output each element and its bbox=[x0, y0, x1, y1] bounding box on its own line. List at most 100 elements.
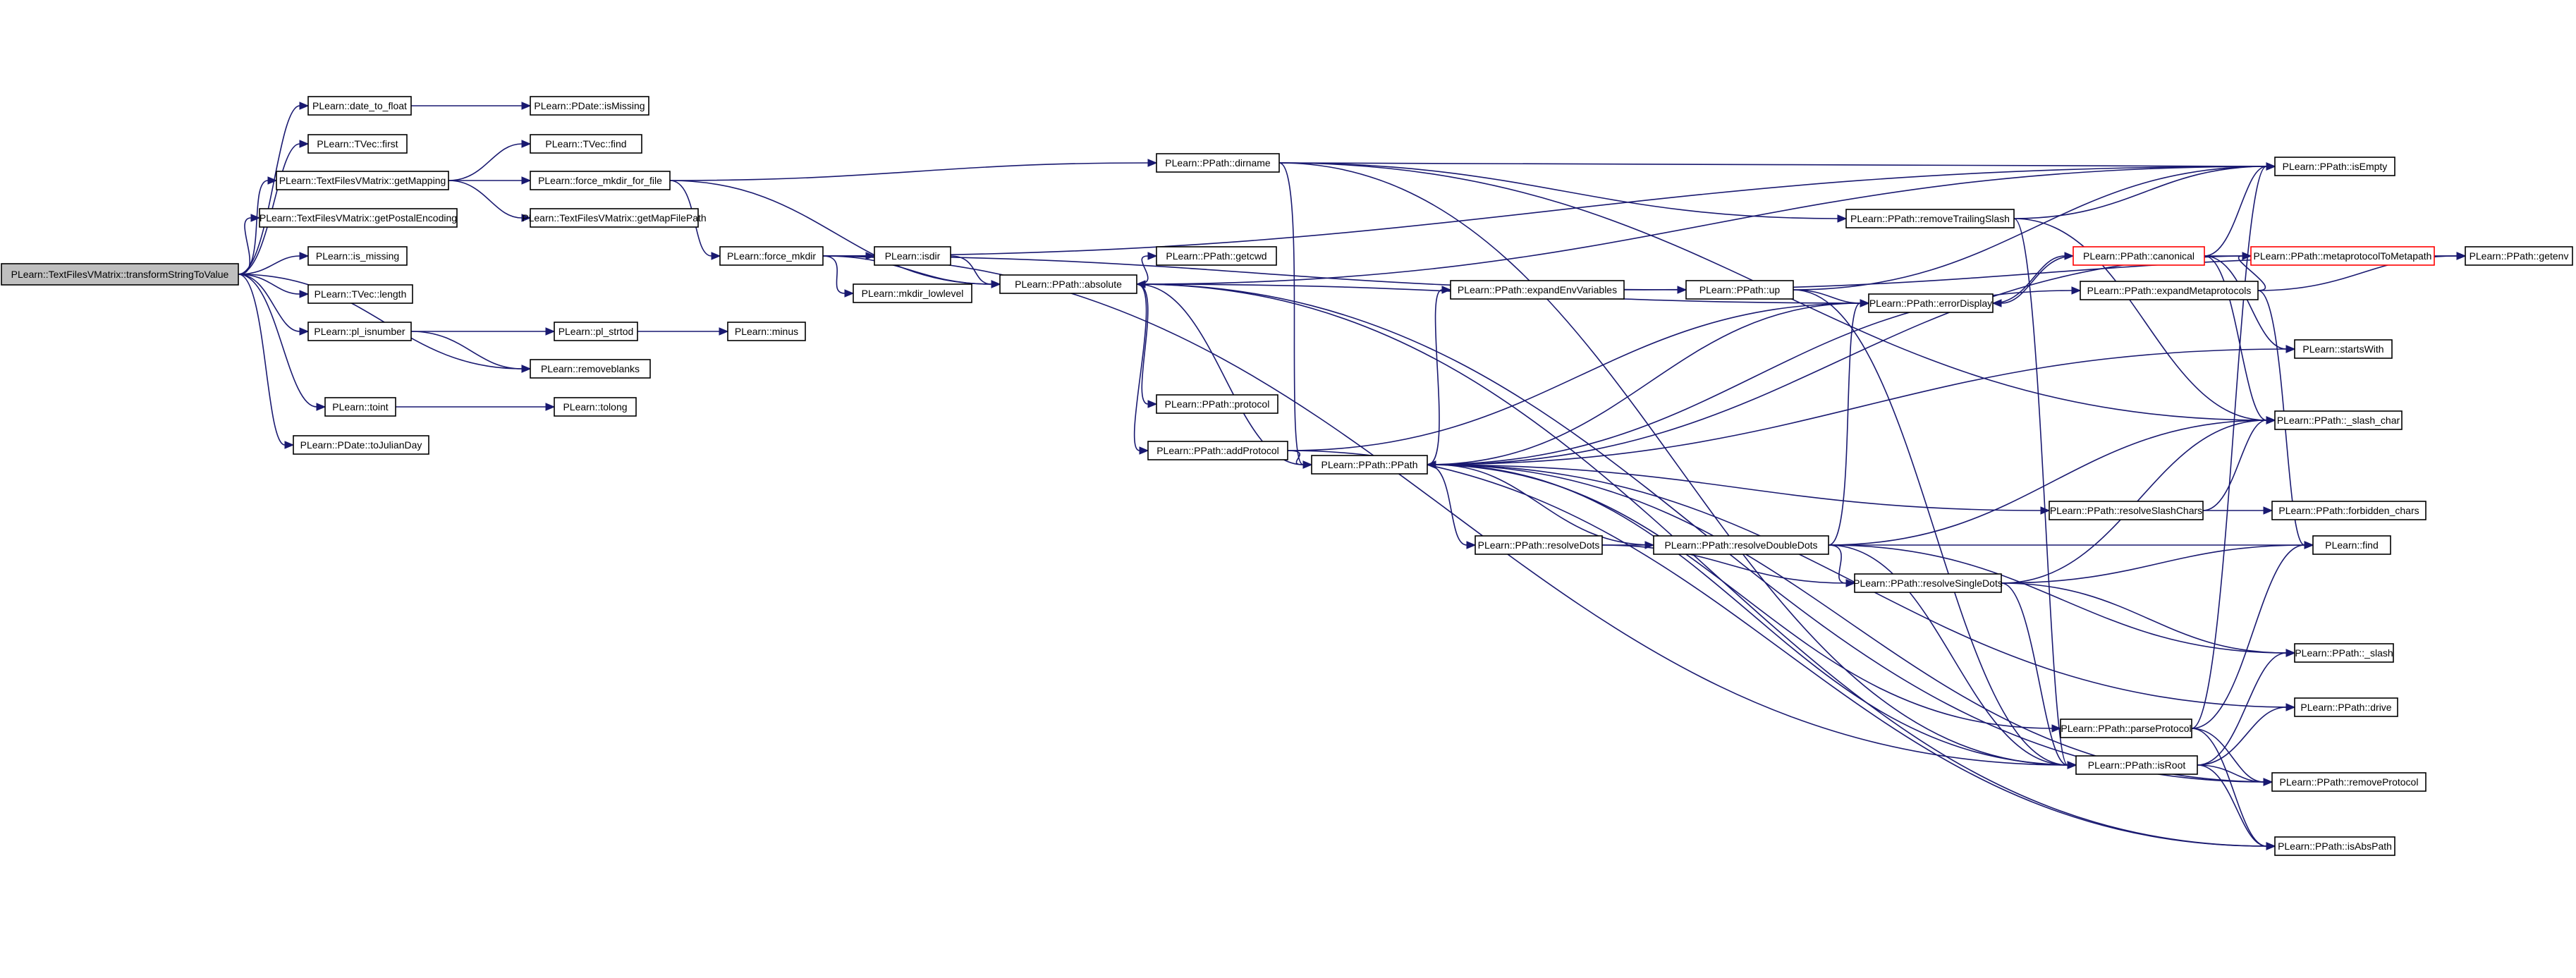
node-box bbox=[1156, 394, 1278, 414]
node-tvec-find[interactable]: PLearn::TVec::find bbox=[530, 134, 642, 154]
node-label: PLearn::PPath::drive bbox=[2300, 702, 2391, 713]
node-absolute[interactable]: PLearn::PPath::absolute bbox=[999, 274, 1137, 294]
node-isroot[interactable]: PLearn::PPath::isRoot bbox=[2075, 755, 2198, 775]
node-box bbox=[307, 134, 408, 154]
node-pl-strtod[interactable]: PLearn::pl_strtod bbox=[554, 322, 638, 341]
node-box bbox=[2465, 246, 2573, 266]
node-date-to-float[interactable]: PLearn::date_to_float bbox=[307, 96, 412, 116]
edge-root-to-tojulianday bbox=[238, 274, 295, 449]
node-box bbox=[530, 134, 642, 154]
node-protocol[interactable]: PLearn::PPath::protocol bbox=[1156, 394, 1278, 414]
node-label: PLearn::PPath::isRoot bbox=[2088, 759, 2186, 771]
edge-metaprotocoltometapath-to-getenv bbox=[2434, 252, 2467, 260]
edge-ppath-to-expandenvvariables bbox=[1427, 286, 1452, 465]
node-tvec-first[interactable]: PLearn::TVec::first bbox=[307, 134, 408, 154]
node-box bbox=[1311, 455, 1428, 475]
node-getpostalencoding[interactable]: PLearn::TextFilesVMatrix::getPostalEncod… bbox=[259, 208, 458, 228]
node-label: PLearn::PPath::removeTrailingSlash bbox=[1850, 213, 2010, 224]
node-force-mkdir[interactable]: PLearn::force_mkdir bbox=[719, 246, 824, 266]
node-label: PLearn::force_mkdir bbox=[727, 250, 816, 262]
node-mkdir-lowlevel[interactable]: PLearn::mkdir_lowlevel bbox=[853, 283, 972, 303]
node-box bbox=[853, 283, 972, 303]
node-getmapping[interactable]: PLearn::TextFilesVMatrix::getMapping bbox=[276, 171, 449, 190]
node-minus[interactable]: PLearn::minus bbox=[727, 322, 806, 341]
node-root[interactable]: PLearn::TextFilesVMatrix::transformStrin… bbox=[1, 263, 239, 286]
node-getmapfilepath[interactable]: PLearn::TextFilesVMatrix::getMapFilePath bbox=[522, 208, 707, 228]
node-box bbox=[719, 246, 824, 266]
node-label: PLearn::PPath::removeProtocol bbox=[2280, 776, 2419, 788]
edge-ppath-to-resolvedots bbox=[1427, 464, 1477, 549]
node-isabspath[interactable]: PLearn::PPath::isAbsPath bbox=[2274, 836, 2395, 856]
node-resolvedoubledots[interactable]: PLearn::PPath::resolveDoubleDots bbox=[1653, 535, 1829, 555]
node-getcwd[interactable]: PLearn::PPath::getcwd bbox=[1156, 246, 1277, 266]
edge-resolvedoubledots-to-errordisplay bbox=[1828, 299, 1870, 546]
node-toint[interactable]: PLearn::toint bbox=[324, 397, 396, 417]
node-find[interactable]: PLearn::find bbox=[2312, 535, 2391, 555]
node-label: PLearn::PPath::resolveDots bbox=[1478, 539, 1600, 551]
node-label: PLearn::removeblanks bbox=[541, 363, 640, 374]
node-label: PLearn::pl_isnumber bbox=[314, 326, 405, 337]
node-resolveslashchars[interactable]: PLearn::PPath::resolveSlashChars bbox=[2049, 501, 2204, 520]
node-box bbox=[1147, 441, 1288, 460]
node-isdir[interactable]: PLearn::isdir bbox=[874, 246, 951, 266]
node-expandenvvariables[interactable]: PLearn::PPath::expandEnvVariables bbox=[1450, 280, 1625, 300]
node-errordisplay[interactable]: PLearn::PPath::errorDisplay bbox=[1868, 293, 1994, 313]
node-label: PLearn::PPath::getcwd bbox=[1166, 250, 1266, 262]
edge-resolvedoubledots-to-resolvesingledots bbox=[1828, 544, 1856, 587]
node-forbidden-chars[interactable]: PLearn::PPath::forbidden_chars bbox=[2271, 501, 2427, 520]
node-box bbox=[2049, 501, 2204, 520]
node-label: PLearn::PPath::up bbox=[1699, 284, 1781, 295]
edge-date-to-float-to-pdate-ismissing bbox=[410, 102, 532, 110]
node-tvec-length[interactable]: PLearn::TVec::length bbox=[307, 284, 413, 304]
node-removetrailingslash[interactable]: PLearn::PPath::removeTrailingSlash bbox=[1845, 209, 2015, 228]
node-removeblanks[interactable]: PLearn::removeblanks bbox=[530, 359, 651, 379]
node-getenv[interactable]: PLearn::PPath::getenv bbox=[2465, 246, 2573, 266]
edge-force-mkdir-to-isempty bbox=[822, 162, 2276, 257]
node-expandmetaprotocols[interactable]: PLearn::PPath::expandMetaprotocols bbox=[2080, 281, 2259, 300]
node-force-mkdir-for-file[interactable]: PLearn::force_mkdir_for_file bbox=[530, 171, 671, 190]
node-dirname[interactable]: PLearn::PPath::dirname bbox=[1156, 153, 1280, 173]
node-ppath[interactable]: PLearn::PPath::PPath bbox=[1311, 455, 1428, 475]
edge-parseprotocol-to-isabspath bbox=[2191, 728, 2276, 850]
node-resolvesingledots[interactable]: PLearn::PPath::resolveSingleDots bbox=[1853, 573, 2003, 593]
edge-getmapping-to-force-mkdir-for-file bbox=[448, 176, 532, 185]
node-pdate-ismissing[interactable]: PLearn::PDate::isMissing bbox=[530, 96, 649, 116]
node-isempty[interactable]: PLearn::PPath::isEmpty bbox=[2274, 157, 2395, 176]
node-drive[interactable]: PLearn::PPath::drive bbox=[2294, 697, 2398, 717]
edge-ppath-to-startswith bbox=[1427, 345, 2296, 465]
node--slash[interactable]: PLearn::PPath::_slash bbox=[2294, 643, 2394, 663]
node-removeprotocol[interactable]: PLearn::PPath::removeProtocol bbox=[2271, 772, 2427, 792]
node-tolong[interactable]: PLearn::tolong bbox=[554, 397, 637, 417]
node-startswith[interactable]: PLearn::startsWith bbox=[2294, 339, 2393, 359]
node-canonical[interactable]: PLearn::PPath::canonical bbox=[2073, 246, 2205, 266]
node-label: PLearn::PPath::canonical bbox=[2083, 250, 2195, 262]
node-resolvedots[interactable]: PLearn::PPath::resolveDots bbox=[1475, 535, 1603, 555]
node-box bbox=[293, 435, 429, 455]
node-tojulianday[interactable]: PLearn::PDate::toJulianDay bbox=[293, 435, 429, 455]
edge-resolveslashchars-to-forbidden-chars bbox=[2202, 506, 2273, 515]
edge-force-mkdir-for-file-to-dirname bbox=[669, 159, 1158, 181]
node-is-missing[interactable]: PLearn::is_missing bbox=[307, 246, 408, 266]
node-up[interactable]: PLearn::PPath::up bbox=[1685, 280, 1794, 300]
edge-pl-strtod-to-minus bbox=[637, 327, 729, 336]
node-box bbox=[307, 96, 412, 116]
node-box bbox=[1475, 535, 1603, 555]
node-metaprotocoltometapath[interactable]: PLearn::PPath::metaprotocolToMetapath bbox=[2250, 246, 2435, 266]
edge-absolute-to-getcwd bbox=[1136, 252, 1158, 285]
node-box bbox=[1156, 246, 1277, 266]
node-label: PLearn::TextFilesVMatrix::getMapping bbox=[279, 175, 446, 186]
node-label: PLearn::PPath::absolute bbox=[1015, 279, 1122, 290]
node-pl-isnumber[interactable]: PLearn::pl_isnumber bbox=[307, 322, 412, 341]
edge-root-to-is-missing bbox=[238, 252, 310, 275]
node-box bbox=[2274, 410, 2403, 430]
node-box bbox=[307, 284, 413, 304]
edge-resolvedoubledots-to--slash bbox=[1828, 544, 2296, 657]
edge-absolute-to-ppath bbox=[1136, 283, 1313, 469]
node-box bbox=[1845, 209, 2015, 228]
node-box bbox=[259, 208, 458, 228]
node-label: PLearn::TVec::length bbox=[315, 288, 407, 300]
node-addprotocol[interactable]: PLearn::PPath::addProtocol bbox=[1147, 441, 1288, 460]
node-parseprotocol[interactable]: PLearn::PPath::parseProtocol bbox=[2060, 719, 2192, 738]
node--slash-char[interactable]: PLearn::PPath::_slash_char bbox=[2274, 410, 2403, 430]
edge-errordisplay-to-canonical bbox=[1992, 252, 2075, 304]
